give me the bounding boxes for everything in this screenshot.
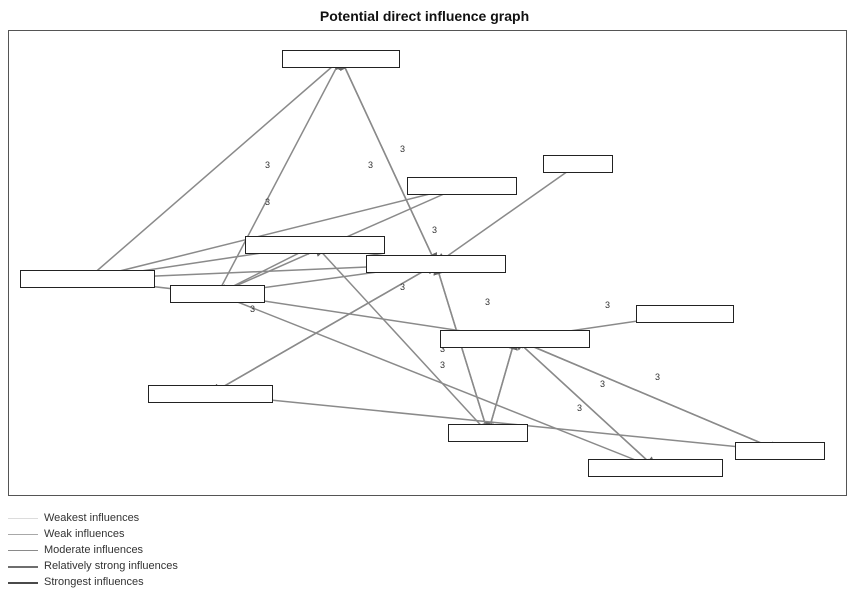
graph-node bbox=[448, 424, 528, 442]
edge-weight-label: 3 bbox=[440, 344, 445, 354]
legend-swatch-weak bbox=[8, 534, 38, 535]
influence-edge bbox=[209, 263, 437, 395]
edge-weight-label: 3 bbox=[400, 144, 405, 154]
influence-edge bbox=[433, 262, 489, 434]
edge-weight-label: 3 bbox=[265, 197, 270, 207]
influence-edge bbox=[216, 57, 342, 295]
diagram-title: Potential direct influence graph bbox=[319, 8, 530, 24]
legend-swatch-moderate bbox=[8, 550, 38, 551]
legend-swatch-relatively-strong bbox=[8, 566, 38, 568]
edge-weight-label: 3 bbox=[605, 300, 610, 310]
graph-node bbox=[148, 385, 273, 403]
influence-edge bbox=[513, 337, 657, 469]
graph-node bbox=[245, 236, 385, 254]
legend: Weakest influences Weak influences Moder… bbox=[8, 510, 308, 590]
graph-node bbox=[170, 285, 265, 303]
edge-weight-label: 3 bbox=[440, 360, 445, 370]
legend-item-relatively-strong: Relatively strong influences bbox=[8, 558, 308, 574]
influence-edge bbox=[434, 163, 579, 265]
legend-label-weakest: Weakest influences bbox=[44, 512, 140, 524]
legend-swatch-weakest bbox=[8, 518, 38, 519]
graph-node bbox=[440, 330, 590, 348]
legend-label-strongest: Strongest influences bbox=[44, 576, 144, 588]
influence-edge bbox=[217, 293, 657, 470]
legend-item-moderate: Moderate influences bbox=[8, 542, 308, 558]
graph-node bbox=[20, 270, 155, 288]
edge-weight-label: 3 bbox=[485, 297, 490, 307]
legend-item-strongest: Strongest influences bbox=[8, 574, 308, 590]
graph-node bbox=[366, 255, 506, 273]
graph-node bbox=[735, 442, 825, 460]
legend-item-weak: Weak influences bbox=[8, 526, 308, 542]
graph-node bbox=[407, 177, 517, 195]
edge-weight-label: 3 bbox=[368, 160, 373, 170]
legend-item-weakest: Weakest influences bbox=[8, 510, 308, 526]
legend-swatch-strongest bbox=[8, 582, 38, 584]
edge-weight-label: 3 bbox=[577, 403, 582, 413]
graph-node bbox=[588, 459, 723, 477]
influence-edge bbox=[209, 389, 781, 452]
influence-edge bbox=[86, 185, 463, 283]
influence-edge bbox=[339, 57, 437, 265]
graph-node bbox=[543, 155, 613, 173]
edge-weight-label: 3 bbox=[655, 372, 660, 382]
influence-edge bbox=[487, 337, 518, 434]
influence-edge bbox=[87, 58, 343, 280]
legend-label-moderate: Moderate influences bbox=[44, 544, 144, 556]
graph-frame bbox=[8, 30, 847, 496]
edge-weight-label: 3 bbox=[250, 304, 255, 314]
edge-weight-label: 3 bbox=[432, 225, 437, 235]
influence-edge bbox=[513, 337, 781, 452]
edge-weight-label: 3 bbox=[600, 379, 605, 389]
graph-node bbox=[636, 305, 734, 323]
edge-weight-label: 3 bbox=[265, 160, 270, 170]
graph-node bbox=[282, 50, 400, 68]
legend-label-weak: Weak influences bbox=[44, 528, 125, 540]
influence-edge bbox=[313, 243, 489, 434]
legend-label-relatively-strong: Relatively strong influences bbox=[44, 560, 178, 572]
edge-weight-label: 3 bbox=[400, 282, 405, 292]
